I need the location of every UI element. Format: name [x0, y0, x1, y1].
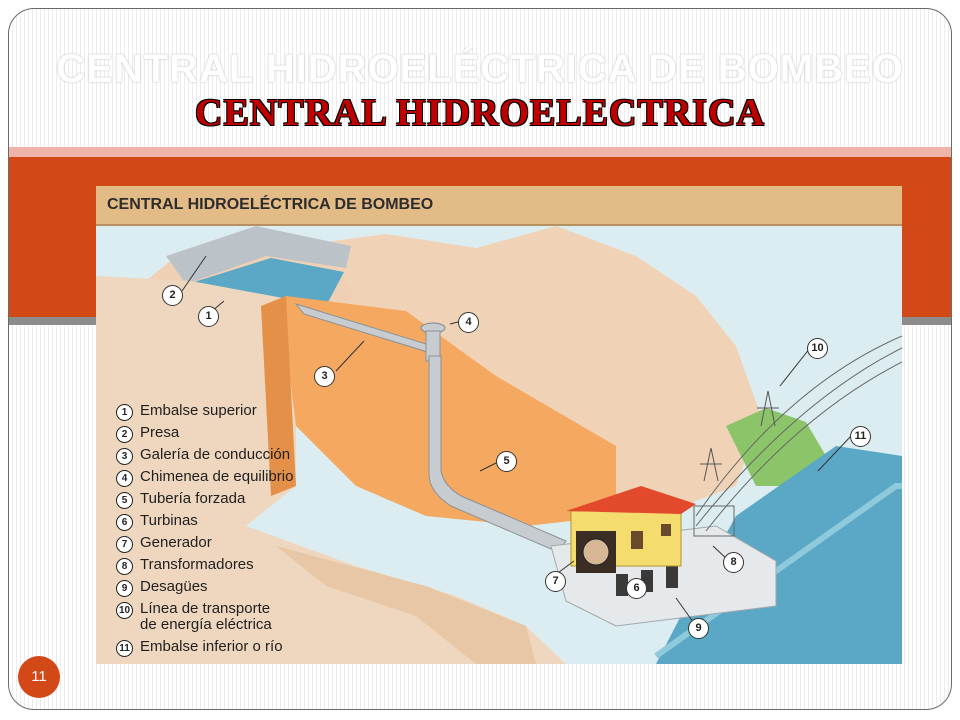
legend-number: 3 — [116, 448, 133, 465]
green-hill — [726, 408, 826, 486]
legend-label: Generador — [140, 534, 212, 551]
callout-6: 6 — [626, 578, 647, 599]
callout-5: 5 — [496, 451, 517, 472]
page-title: CENTRAL HIDROELECTRICA — [195, 92, 765, 134]
callout-10: 10 — [807, 338, 828, 359]
legend-label-continued: de energía eléctrica — [140, 616, 272, 633]
legend-label: Embalse superior — [140, 402, 257, 419]
legend-number: 11 — [116, 640, 133, 657]
legend-label: Línea de transporte — [140, 600, 271, 617]
callout-8: 8 — [723, 552, 744, 573]
diagram-illustration — [96, 186, 902, 664]
callout-9: 9 — [688, 618, 709, 639]
hydro-plant-diagram: CENTRAL HIDROELÉCTRICA DE BOMBEO 1 Embal… — [96, 186, 902, 664]
callout-1: 1 — [198, 306, 219, 327]
legend-label: Tubería forzada — [140, 490, 246, 507]
legend-label: Desagües — [140, 578, 208, 595]
legend-number: 6 — [116, 514, 133, 531]
legend-label: Transformadores — [140, 556, 254, 573]
accent-rule — [9, 147, 951, 157]
legend-number: 8 — [116, 558, 133, 575]
rock-section — [286, 296, 616, 526]
callout-3: 3 — [314, 366, 335, 387]
penstock — [428, 355, 567, 553]
diagram-header: CENTRAL HIDROELÉCTRICA DE BOMBEO — [96, 186, 902, 226]
legend-number: 10 — [116, 602, 133, 619]
legend-number: 4 — [116, 470, 133, 487]
callout-2: 2 — [162, 285, 183, 306]
callout-11: 11 — [850, 426, 871, 447]
legend-label: Turbinas — [140, 512, 198, 529]
legend-number: 7 — [116, 536, 133, 553]
legend-label: Embalse inferior o río — [140, 638, 283, 655]
legend-label: Chimenea de equilibrio — [140, 468, 294, 485]
slide-number-badge: 11 — [18, 656, 60, 698]
legend-number: 1 — [116, 404, 133, 421]
callout-4: 4 — [458, 312, 479, 333]
diagram-title: CENTRAL HIDROELÉCTRICA DE BOMBEO — [107, 196, 434, 213]
legend-number: 5 — [116, 492, 133, 509]
legend-label: Galería de conducción — [140, 446, 291, 463]
legend-number: 9 — [116, 580, 133, 597]
legend-number: 2 — [116, 426, 133, 443]
callout-7: 7 — [545, 571, 566, 592]
ghost-title: CENTRAL HIDROELÉCTRICA DE BOMBEO — [56, 47, 904, 91]
legend-label: Presa — [140, 424, 180, 441]
